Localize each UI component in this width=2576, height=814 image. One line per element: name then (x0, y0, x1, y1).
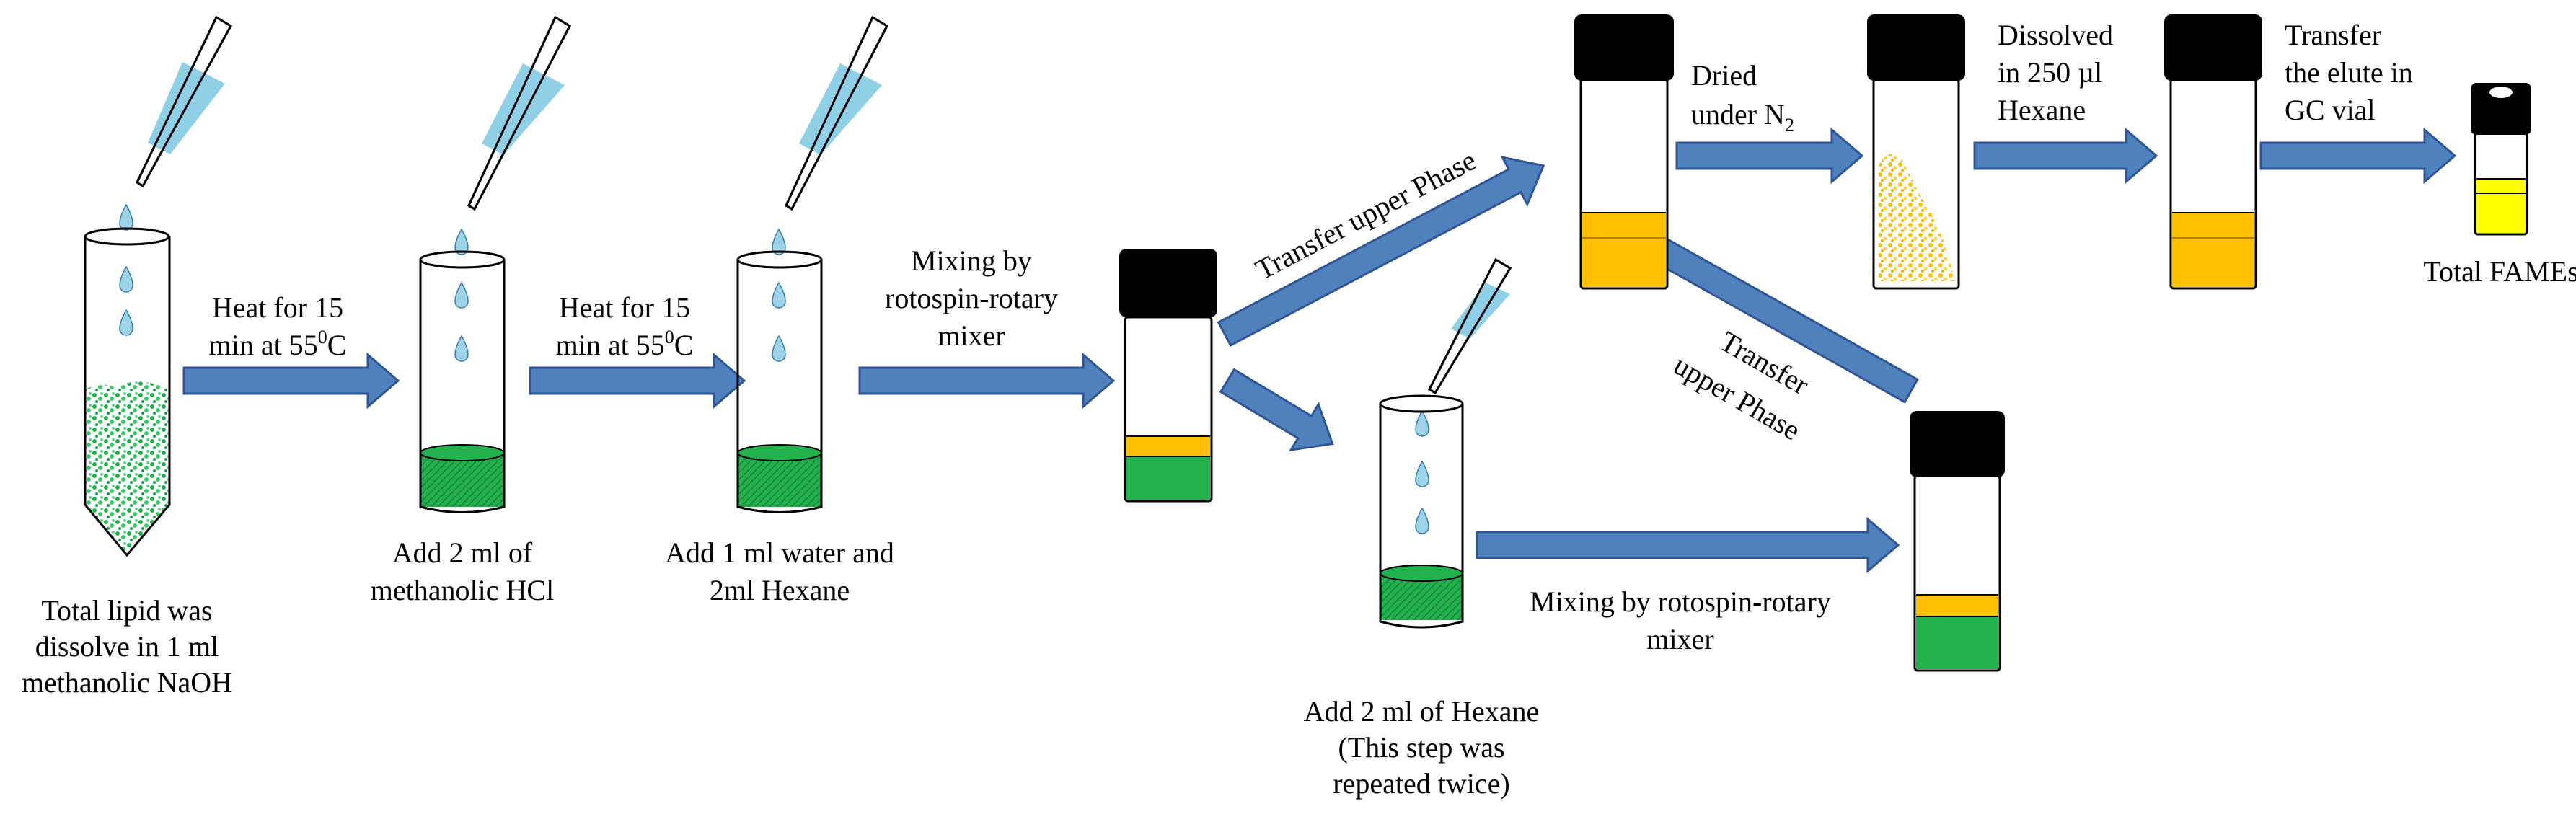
arrow9-label-line1: Transfer (2285, 19, 2381, 51)
arrow7-subscript: 2 (1785, 115, 1794, 136)
vial-dried-residue (1867, 14, 1965, 290)
arrow2-label-line1: Heat for 15 (559, 291, 690, 324)
water-drops-3 (772, 228, 786, 362)
arrow1-temp-text: min at 55 (209, 329, 318, 361)
arrow2-temp-text: min at 55 (556, 329, 665, 361)
arrow-transfer-upper-1 (1217, 155, 1545, 347)
step5-label-line2: (This step was (1338, 731, 1504, 764)
arrow1-label-line2: min at 550C (209, 327, 347, 361)
arrow5-label-line1: Mixing by rotospin-rotary (1530, 585, 1831, 618)
step3-label-line1: Add 1 ml water and (665, 536, 894, 569)
step1-label-line3: methanolic NaOH (22, 666, 232, 699)
arrow3-label-line3: mixer (938, 319, 1005, 352)
arrow1-unit: C (327, 329, 347, 361)
water-drops-4 (1415, 410, 1429, 534)
arrow2-label-line2: min at 550C (556, 327, 694, 361)
step2-label-line1: Add 2 ml of (392, 536, 533, 569)
pipette-2 (467, 15, 571, 211)
pipette-3 (785, 15, 888, 211)
step1-label-line1: Total lipid was (41, 594, 212, 627)
arrow-heat-2 (529, 352, 746, 410)
vial-dissolved-hexane (2164, 14, 2262, 290)
vial-two-phase-1 (1119, 249, 1217, 503)
arrow-heat-1 (182, 352, 400, 410)
water-drops-2 (454, 228, 469, 362)
arrow9-label-line3: GC vial (2285, 94, 2376, 126)
vial-two-phase-2 (1910, 411, 2005, 672)
arrow8-label-line3: Hexane (1998, 94, 2086, 126)
gc-vial (2471, 83, 2531, 236)
arrow5-label-line2: mixer (1646, 623, 1713, 655)
arrow1-label-line1: Heat for 15 (212, 291, 343, 324)
arrow8-label-line1: Dissolved (1998, 19, 2113, 51)
arrow8-label-line2: in 250 µl (1998, 56, 2102, 89)
step1-label-line2: dissolve in 1 ml (35, 630, 219, 663)
water-drops-1 (119, 203, 133, 336)
vial-upper-phase (1574, 14, 1674, 290)
arrow9-label-line2: the elute in (2285, 56, 2413, 89)
arrow-mixing-1 (858, 352, 1116, 410)
step5-label-line3: repeated twice) (1333, 767, 1509, 800)
arrow-mixing-2 (1476, 516, 1900, 574)
conical-tube-lipid (84, 227, 171, 557)
arrow-dissolved (1973, 127, 2158, 185)
arrow7-label-line2: under N2 (1691, 98, 1794, 136)
arrow2-degree-sup: 0 (665, 327, 674, 348)
arrow7-label-line1: Dried (1691, 59, 1757, 92)
tube-methanolic-hcl (419, 250, 506, 513)
arrow-transfer-gc (2259, 127, 2457, 185)
step3-label-line2: 2ml Hexane (710, 574, 850, 606)
step5-label-line1: Add 2 ml of Hexane (1304, 695, 1540, 727)
step2-label-line2: methanolic HCl (371, 574, 554, 606)
tube-water-hexane (736, 250, 823, 513)
arrow2-unit: C (674, 329, 694, 361)
arrow7-under-text: under N (1691, 98, 1785, 130)
pipette-4 (1428, 257, 1512, 395)
arrow1-degree-sup: 0 (318, 327, 327, 348)
step10-label: Total FAMEs (2423, 255, 2576, 288)
tube-add-hexane (1379, 394, 1464, 629)
pipette-1 (136, 15, 233, 188)
arrow3-label-line2: rotospin-rotary (885, 282, 1058, 314)
arrow-dried (1675, 127, 1864, 185)
arrow-down-to-hexane (1219, 368, 1334, 452)
arrow3-label-line1: Mixing by (911, 244, 1032, 277)
